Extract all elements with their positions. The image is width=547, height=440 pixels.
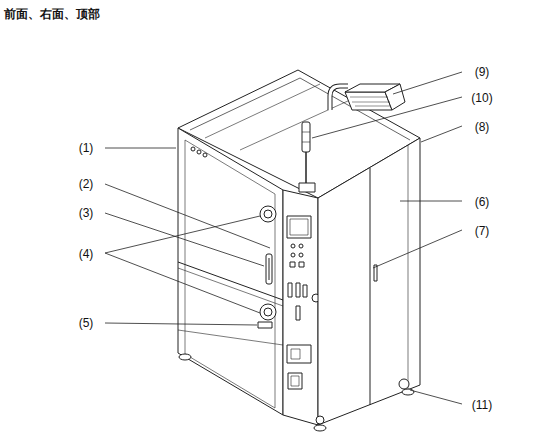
button xyxy=(299,253,303,257)
leader-line xyxy=(105,148,176,149)
panel-socket xyxy=(291,349,300,359)
tower-base xyxy=(299,183,315,192)
door-part xyxy=(258,322,272,328)
top-edge-line xyxy=(190,78,410,140)
leader-line xyxy=(400,201,462,202)
exhaust-hose xyxy=(330,86,348,110)
side-edge xyxy=(408,145,409,390)
callout-number: (1) xyxy=(78,141,95,155)
leader-line xyxy=(105,323,257,325)
callout-number: (3) xyxy=(78,206,95,220)
leader-line xyxy=(105,184,270,248)
leader-line xyxy=(105,253,260,313)
caster xyxy=(402,389,414,395)
leader-line xyxy=(393,72,462,94)
door-seam xyxy=(178,330,283,345)
callout-number: (4) xyxy=(78,247,95,261)
breaker xyxy=(288,373,302,389)
leader-line xyxy=(105,213,264,266)
door-latch xyxy=(260,304,276,320)
front-face xyxy=(178,128,283,415)
callout-number: (9) xyxy=(474,65,491,79)
door-latch xyxy=(260,206,276,222)
button xyxy=(299,244,303,248)
button xyxy=(299,262,304,267)
door-outline xyxy=(185,140,275,408)
door-latch xyxy=(264,210,272,218)
caster xyxy=(399,379,409,389)
indicator xyxy=(203,153,207,157)
callout-number: (5) xyxy=(78,316,95,330)
top-seam xyxy=(240,100,350,150)
callout-number: (8) xyxy=(474,120,491,134)
leader-line xyxy=(421,126,462,142)
leader-line xyxy=(105,216,260,253)
callout-number: (10) xyxy=(470,91,493,105)
door-handle xyxy=(266,254,272,284)
touch-screen xyxy=(290,219,308,235)
callout-number: (6) xyxy=(474,195,491,209)
callout-number: (7) xyxy=(474,224,491,238)
switch xyxy=(288,283,292,297)
callout-number: (2) xyxy=(78,177,95,191)
signal-light xyxy=(302,132,310,133)
callout-number: (11) xyxy=(471,398,493,412)
signal-light xyxy=(302,142,310,143)
button xyxy=(291,253,295,257)
switch xyxy=(303,285,307,297)
breaker xyxy=(291,376,299,386)
tower-pole xyxy=(305,150,307,183)
signal-light xyxy=(302,122,310,152)
caster xyxy=(316,416,324,424)
button xyxy=(290,262,295,267)
leader-line xyxy=(312,97,462,138)
foot xyxy=(179,354,191,360)
indicator xyxy=(197,150,201,154)
exhaust-hose xyxy=(330,86,348,110)
indicator xyxy=(191,147,195,151)
side-door-seam xyxy=(370,168,371,405)
switch xyxy=(296,283,300,297)
right-face xyxy=(318,138,420,425)
filter-box xyxy=(345,92,392,110)
caster xyxy=(314,425,326,431)
touch-screen xyxy=(287,216,311,238)
panel-socket xyxy=(287,345,311,363)
leader-line xyxy=(373,230,462,268)
switch xyxy=(296,306,300,320)
button xyxy=(291,244,295,248)
leader-line xyxy=(410,390,462,404)
control-panel xyxy=(283,190,318,425)
view-title: 前面、右面、顶部 xyxy=(4,6,100,23)
door-latch xyxy=(264,308,272,316)
leader-lines xyxy=(105,72,462,404)
door-handle xyxy=(269,258,270,280)
filter-mesh xyxy=(350,97,390,106)
